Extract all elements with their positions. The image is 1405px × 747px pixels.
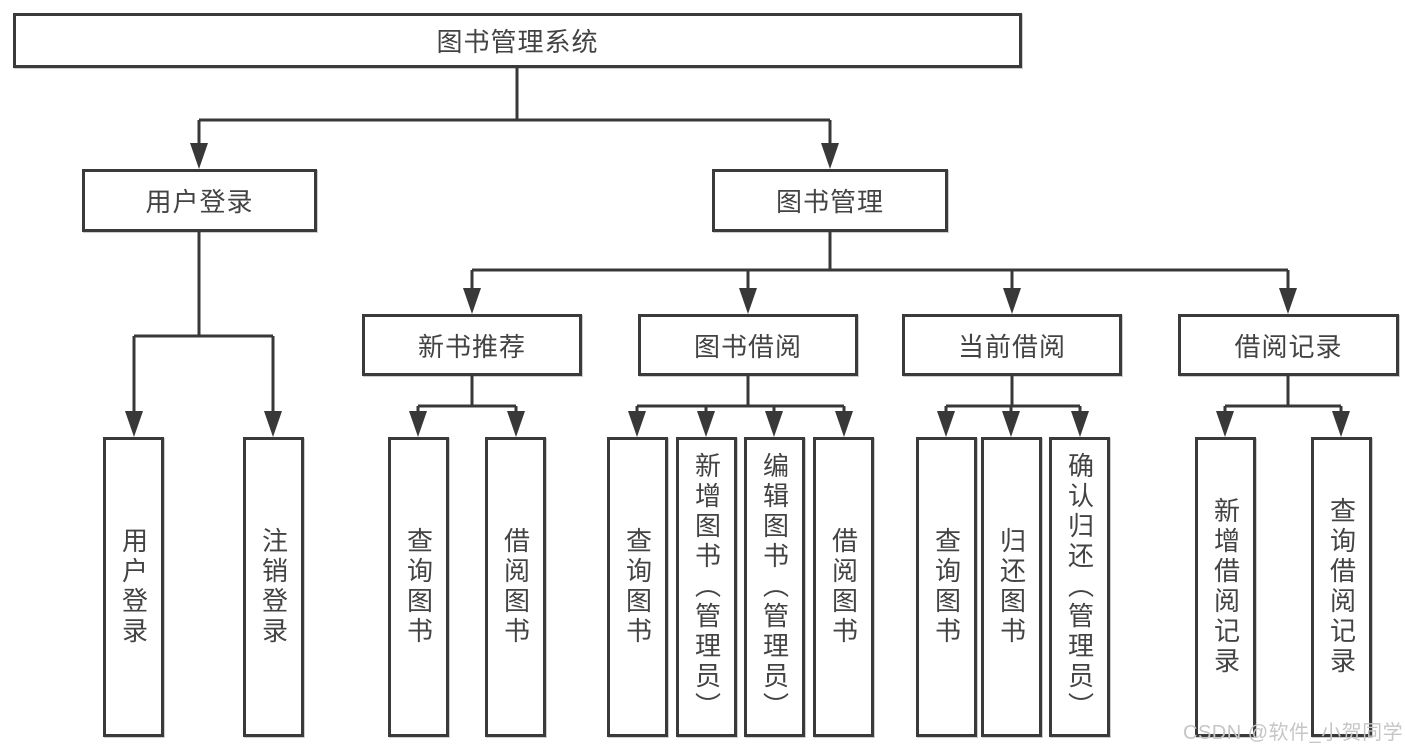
leaf-records-add-record: 新增借阅记录 xyxy=(1195,437,1256,737)
node-user-login: 用户登录 xyxy=(82,169,317,232)
leaf-logout: 注销登录 xyxy=(243,437,304,737)
leaf-records-query-record: 查询借阅记录 xyxy=(1311,437,1372,737)
arrow-icon xyxy=(1002,411,1020,437)
arrow-icon xyxy=(765,411,783,437)
arrow-icon xyxy=(1332,411,1350,437)
leaf-current-confirm-return-admin: 确认归还（管理员） xyxy=(1049,437,1110,737)
arrow-icon xyxy=(1003,288,1021,314)
arrow-icon xyxy=(739,288,757,314)
node-library-management-system: 图书管理系统 xyxy=(13,13,1022,68)
node-book-management: 图书管理 xyxy=(712,169,948,232)
arrow-icon xyxy=(409,411,427,437)
arrowhead-icons xyxy=(125,143,1350,437)
arrow-icon xyxy=(937,411,955,437)
node-current-borrowing: 当前借阅 xyxy=(902,314,1122,376)
arrow-icon xyxy=(697,411,715,437)
arrow-icon xyxy=(1279,288,1297,314)
leaf-borrowing-query-books: 查询图书 xyxy=(607,437,668,737)
arrow-icon xyxy=(507,411,525,437)
node-borrowing-records: 借阅记录 xyxy=(1178,314,1399,376)
leaf-current-query-books: 查询图书 xyxy=(916,437,977,737)
arrow-icon xyxy=(463,288,481,314)
arrow-icon xyxy=(1071,411,1089,437)
arrow-icon xyxy=(835,411,853,437)
leaf-borrowing-edit-books-admin: 编辑图书（管理员） xyxy=(744,437,805,737)
node-new-book-recommendation: 新书推荐 xyxy=(362,314,582,376)
connector-lines xyxy=(132,68,1343,414)
leaf-recommend-borrow-books: 借阅图书 xyxy=(485,437,546,737)
node-book-borrowing: 图书借阅 xyxy=(638,314,858,376)
arrow-icon xyxy=(125,411,143,437)
csdn-watermark: CSDN @软件_小贺同学 xyxy=(1183,722,1404,744)
leaf-borrowing-add-books-admin: 新增图书（管理员） xyxy=(676,437,737,737)
leaf-user-login: 用户登录 xyxy=(103,437,164,737)
leaf-current-return-books: 归还图书 xyxy=(981,437,1042,737)
arrow-icon xyxy=(628,411,646,437)
leaf-recommend-query-books: 查询图书 xyxy=(388,437,449,737)
arrow-icon xyxy=(264,411,282,437)
arrow-icon xyxy=(190,143,208,169)
arrow-icon xyxy=(1216,411,1234,437)
leaf-borrowing-borrow-books: 借阅图书 xyxy=(813,437,874,737)
arrow-icon xyxy=(821,143,839,169)
